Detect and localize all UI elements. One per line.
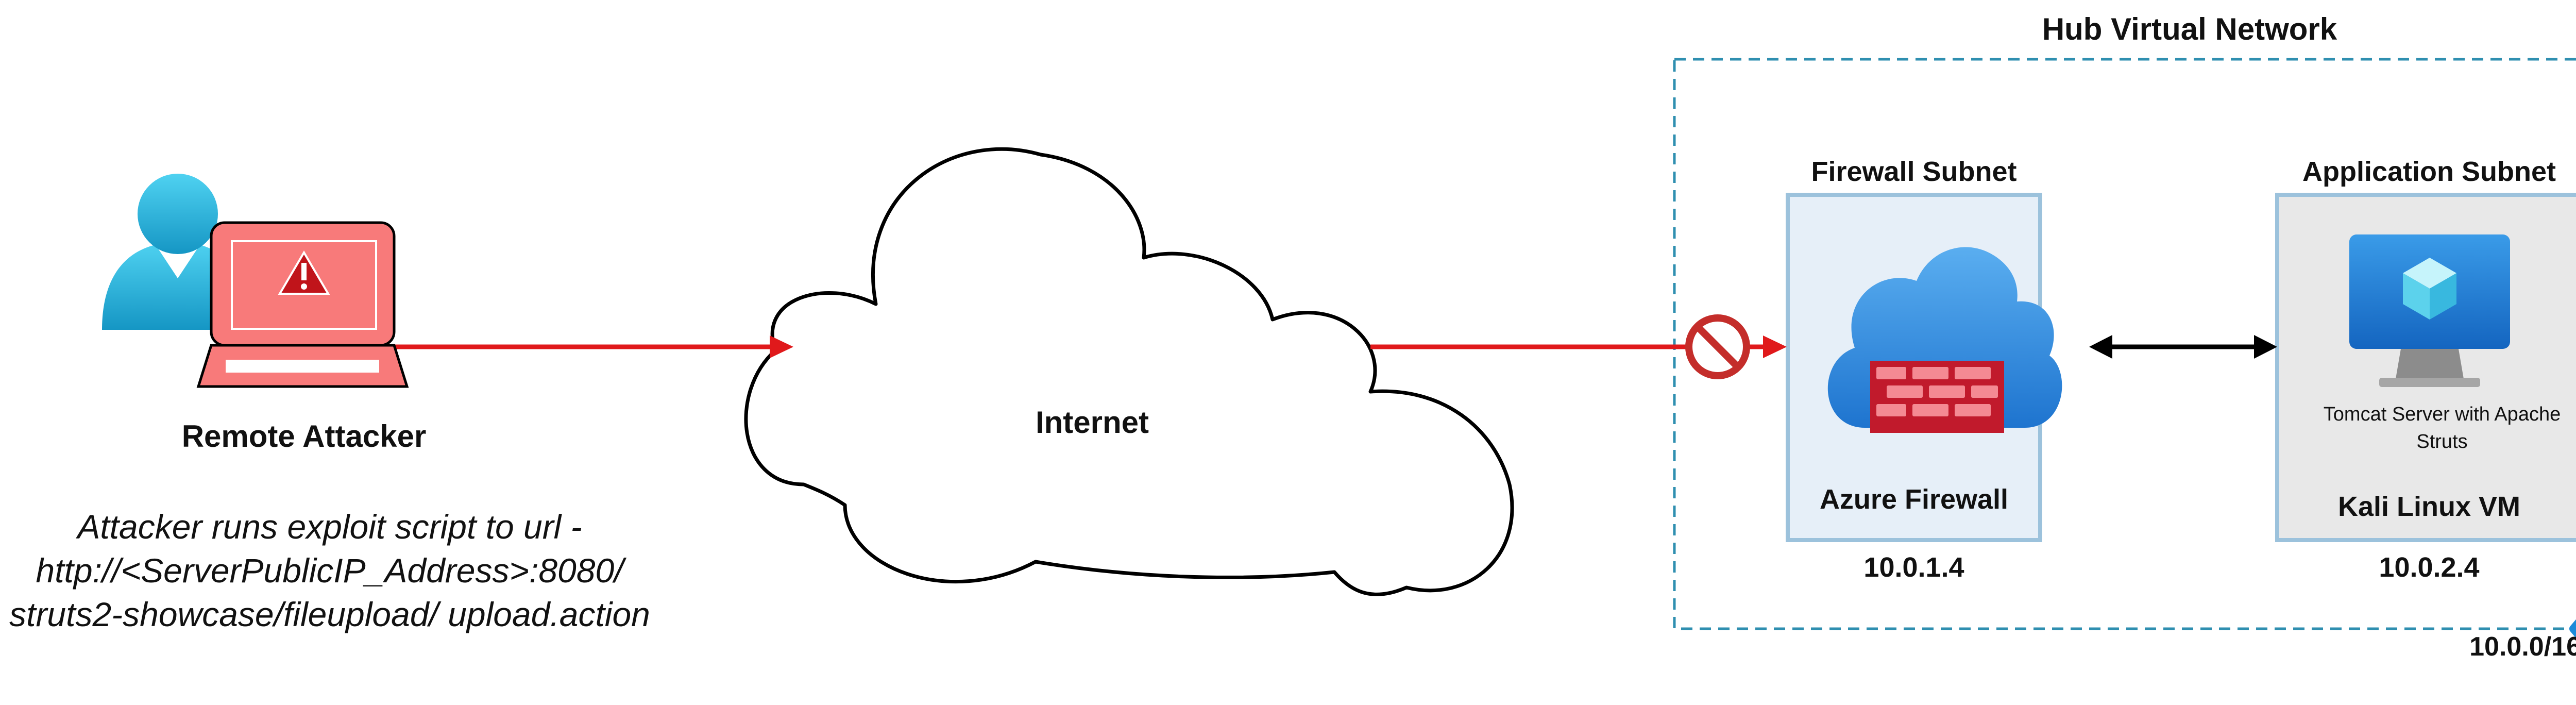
hub-virtual-network-boundary [1673,58,2576,630]
azure-firewall-icon [1827,247,2062,433]
bidirectional-arrow [2089,335,2277,359]
application-subnet-title: Application Subnet [2302,156,2556,187]
remote-attacker-label: Remote Attacker [181,419,427,454]
laptop-icon [196,221,409,388]
cloud-icon [744,147,1514,596]
attack-arrow-to-internet [389,335,793,358]
attacker-note: Attacker runs exploit script to url - ht… [9,508,650,633]
virtual-network-icon [2569,619,2576,639]
virtual-machine-icon [2349,234,2510,387]
vm-ip: 10.0.2.4 [2379,552,2480,583]
firewall-ip: 10.0.1.4 [1863,552,1964,583]
internet-label: Internet [1035,405,1149,440]
azure-firewall-label: Azure Firewall [1819,484,2009,515]
kali-linux-vm-label: Kali Linux VM [2337,491,2521,522]
firewall-subnet-title: Firewall Subnet [1811,156,2017,187]
vm-caption: Tomcat Server with Apache Struts [2323,404,2561,452]
hub-network-title: Hub Virtual Network [2042,12,2337,46]
warning-icon [278,250,330,295]
block-icon [1685,314,1750,379]
hub-cidr: 10.0.0/16 [2469,632,2576,662]
